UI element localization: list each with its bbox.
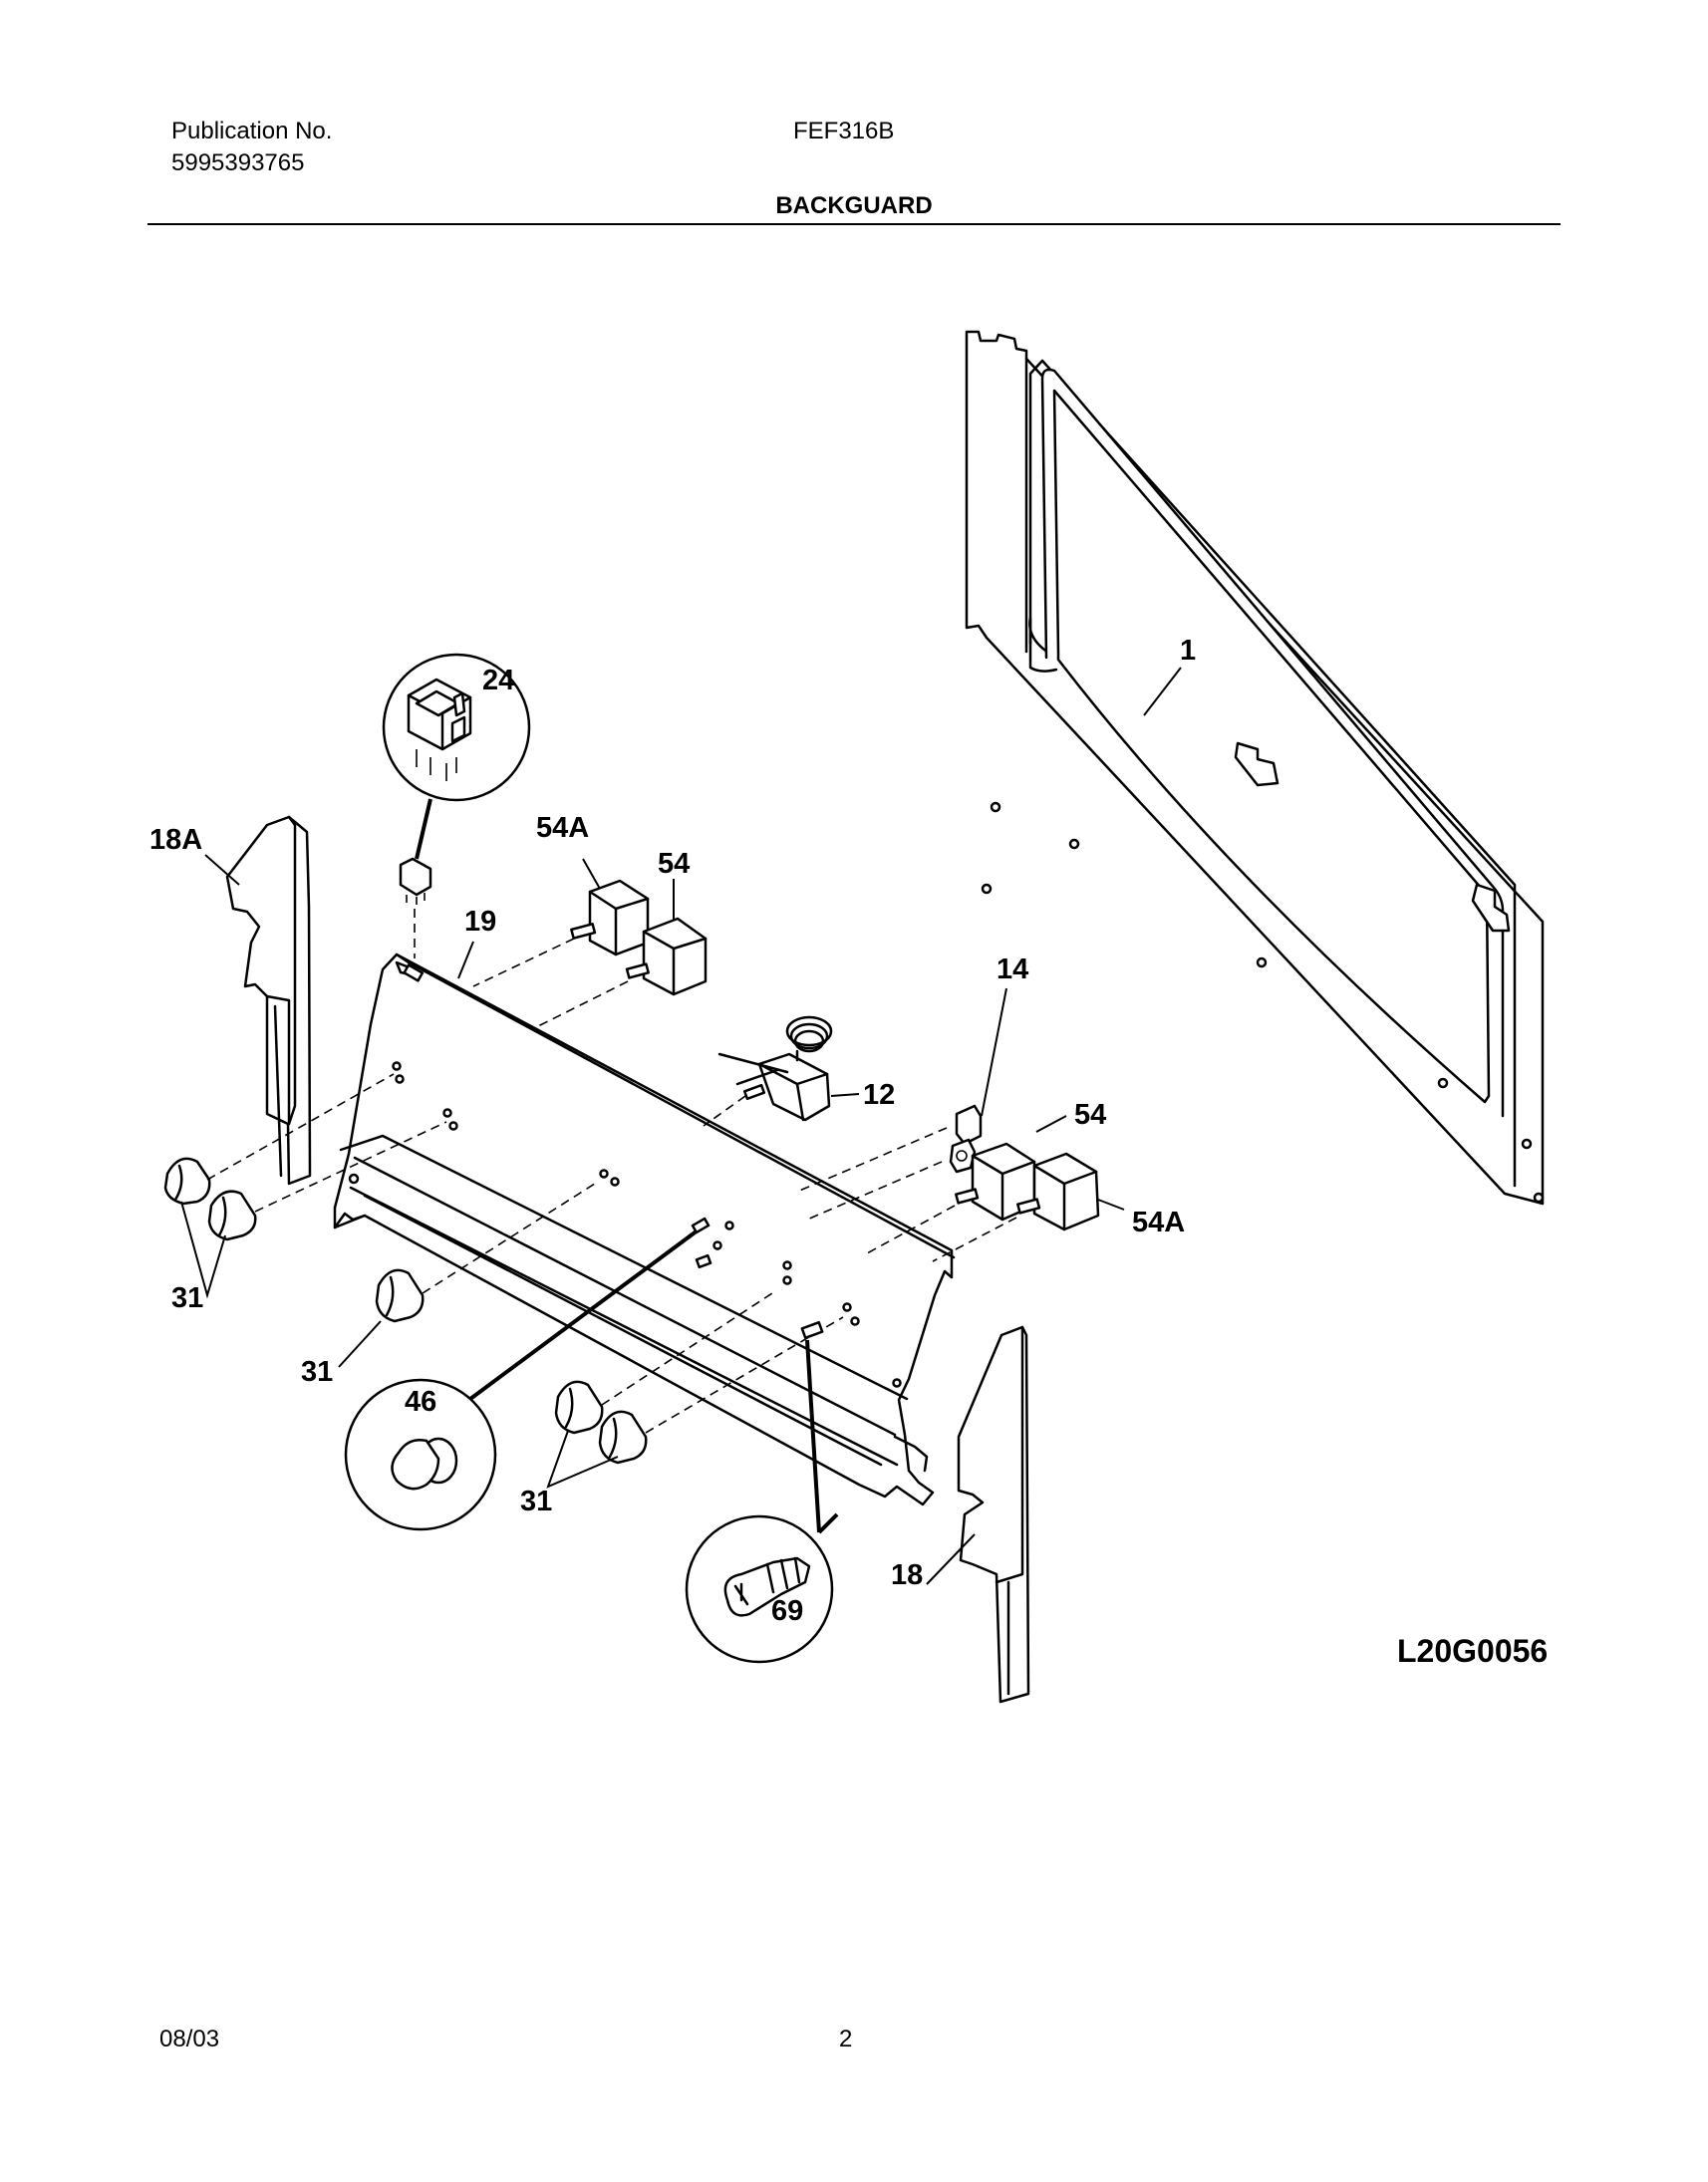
publication-number: 5995393765	[171, 149, 305, 176]
callout-54a-right: 54A	[1132, 1207, 1185, 1238]
callout-54a-top: 54A	[536, 812, 589, 844]
page-number: 2	[839, 2026, 853, 2052]
thermostat-part-12	[703, 1015, 860, 1127]
publication-label: Publication No.	[171, 118, 333, 144]
callout-18: 18	[891, 1559, 923, 1591]
model-number: FEF316B	[793, 118, 895, 144]
callout-14: 14	[996, 954, 1028, 985]
callout-46: 46	[405, 1386, 436, 1418]
screw-callout-part-69	[685, 1320, 839, 1664]
section-title: BACKGUARD	[775, 192, 933, 219]
rear-panel-part-1	[965, 330, 1545, 1206]
header-rule	[147, 223, 1561, 225]
knob-part-31-center	[338, 1181, 599, 1368]
indicator-part-14	[796, 987, 1007, 1221]
callout-19: 19	[464, 906, 496, 938]
push-button-callout-part-46	[344, 1217, 712, 1531]
drawing-id: L20G0056	[1397, 1633, 1548, 1669]
callout-31-left: 31	[171, 1282, 203, 1314]
knob-part-31-left-a	[163, 1073, 395, 1206]
callout-31-center: 31	[301, 1356, 333, 1388]
callout-24: 24	[482, 665, 514, 696]
switch-callout-part-24	[382, 653, 531, 958]
callout-12: 12	[863, 1079, 895, 1111]
callout-1: 1	[1180, 635, 1196, 667]
callout-18a: 18A	[149, 824, 202, 856]
side-trim-part-18a	[204, 815, 312, 1186]
callout-54-right: 54	[1074, 1099, 1106, 1131]
footer-date: 08/03	[159, 2026, 220, 2052]
knob-part-31-bottom-b	[546, 1316, 844, 1489]
knob-part-31-bottom-a	[554, 1290, 776, 1435]
knob-part-31-left-b	[180, 1121, 447, 1299]
switch-part-54a-right	[932, 1152, 1125, 1262]
callout-69: 69	[771, 1595, 803, 1627]
side-trim-part-18	[926, 1325, 1030, 1704]
switch-part-54-top	[537, 879, 708, 1027]
callout-31-bottom: 31	[520, 1486, 552, 1517]
callout-54-top: 54	[658, 848, 690, 880]
control-panel-part-19	[333, 941, 956, 1506]
switch-part-54a-top	[472, 858, 650, 987]
